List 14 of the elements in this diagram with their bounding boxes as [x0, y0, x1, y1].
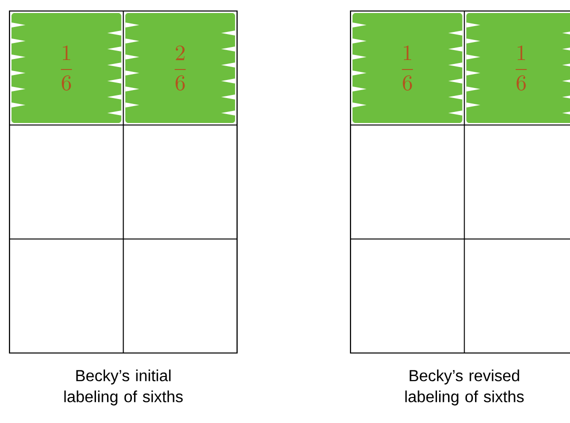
empty-cell [122, 238, 238, 354]
empty-cell [122, 124, 238, 240]
empty-cell [350, 238, 465, 354]
node-label: Becky’s initial labeling of sixths [64, 370, 183, 406]
empty-cell [9, 124, 124, 240]
empty-cell [350, 124, 465, 240]
node-label: Becky’s revised labeling of sixths [405, 370, 524, 406]
empty-cell [9, 238, 124, 354]
empty-cell [464, 124, 570, 240]
shaded-cell: $\frac{1}{6}$ [464, 10, 570, 126]
shaded-cell: $\frac{1}{6}$ [350, 10, 465, 126]
shaded-cell: $\frac{2}{6}$ [122, 10, 238, 126]
empty-cell [464, 238, 570, 354]
shaded-cell: $\frac{1}{6}$ [9, 10, 124, 126]
